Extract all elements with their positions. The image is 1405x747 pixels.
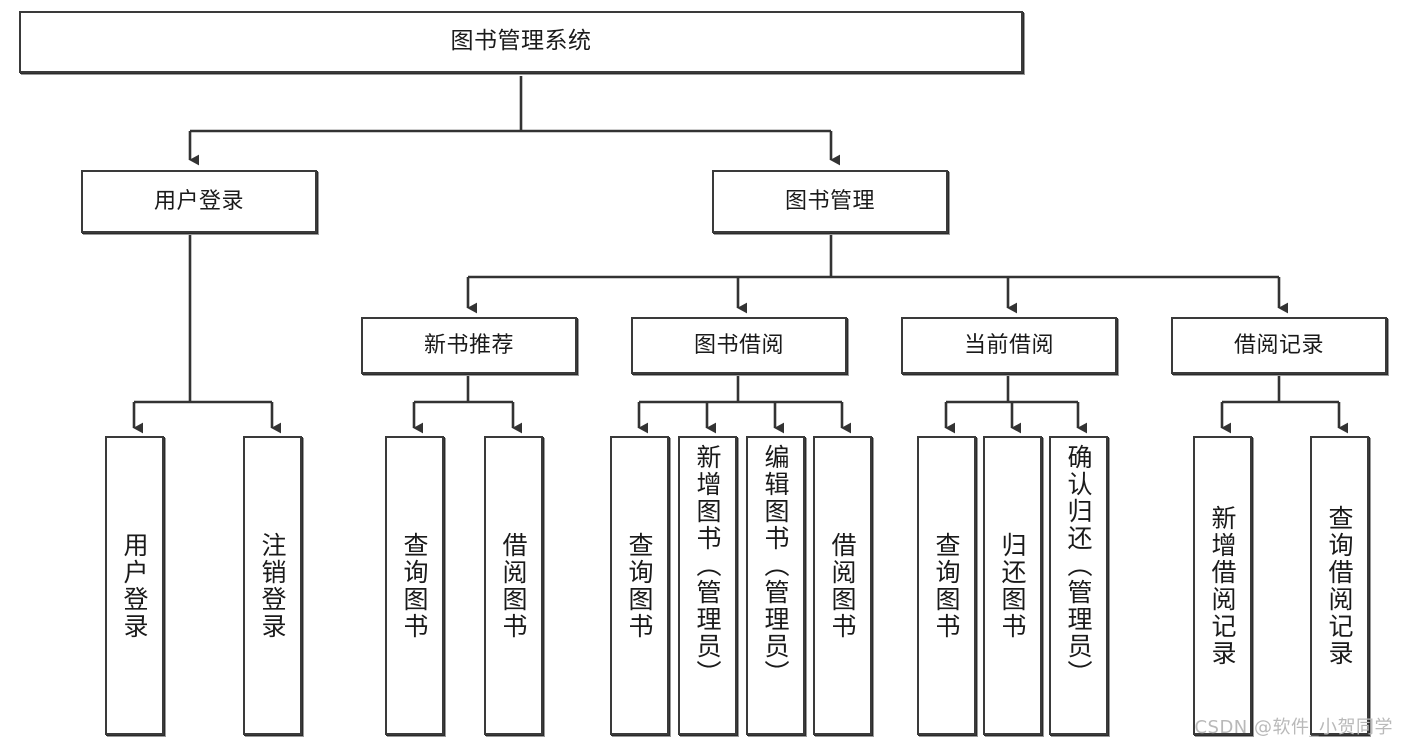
node-borrow-record[interactable]: 借阅记录 [1171,317,1387,374]
node-leaf-borrow-book-2-label: 借阅图书 [828,531,857,640]
node-leaf-add-record-label: 新增借阅记录 [1208,504,1237,667]
node-leaf-logout[interactable]: 注销登录 [243,436,302,735]
node-leaf-borrow-book-1-label: 借阅图书 [499,531,528,640]
node-leaf-borrow-book-2[interactable]: 借阅图书 [813,436,872,735]
node-book-manage-label: 图书管理 [784,188,875,214]
node-current-borrow[interactable]: 当前借阅 [901,317,1117,374]
node-leaf-query-book-2[interactable]: 查询图书 [610,436,669,735]
node-leaf-query-record-label: 查询借阅记录 [1325,504,1354,667]
node-book-manage[interactable]: 图书管理 [712,170,948,233]
node-root[interactable]: 图书管理系统 [19,11,1023,73]
node-leaf-logout-label: 注销登录 [258,531,287,640]
node-leaf-confirm-return[interactable]: 确认归还（管理员） [1049,436,1108,735]
node-user-login-label: 用户登录 [153,188,244,214]
node-new-book-rec[interactable]: 新书推荐 [361,317,577,374]
node-leaf-add-record[interactable]: 新增借阅记录 [1193,436,1252,735]
node-leaf-query-book-1[interactable]: 查询图书 [385,436,444,735]
node-leaf-query-book-2-label: 查询图书 [625,531,654,640]
node-leaf-edit-book[interactable]: 编辑图书（管理员） [746,436,805,735]
node-new-book-rec-label: 新书推荐 [423,332,514,358]
node-leaf-edit-book-label: 编辑图书（管理员） [761,444,790,687]
node-root-label: 图书管理系统 [450,28,592,55]
node-leaf-add-book-label: 新增图书（管理员） [693,444,722,687]
node-leaf-borrow-book-1[interactable]: 借阅图书 [484,436,543,735]
node-book-borrow-label: 图书借阅 [693,332,784,358]
node-leaf-user-login[interactable]: 用户登录 [105,436,164,735]
node-leaf-query-book-3-label: 查询图书 [932,531,961,640]
node-leaf-add-book[interactable]: 新增图书（管理员） [678,436,737,735]
node-leaf-return-book[interactable]: 归还图书 [983,436,1042,735]
node-borrow-record-label: 借阅记录 [1233,332,1324,358]
node-leaf-query-book-3[interactable]: 查询图书 [917,436,976,735]
node-current-borrow-label: 当前借阅 [963,332,1054,358]
node-leaf-confirm-return-label: 确认归还（管理员） [1064,444,1093,687]
node-leaf-query-book-1-label: 查询图书 [400,531,429,640]
node-leaf-query-record[interactable]: 查询借阅记录 [1310,436,1369,735]
node-leaf-user-login-label: 用户登录 [120,531,149,640]
node-leaf-return-book-label: 归还图书 [998,531,1027,640]
node-user-login[interactable]: 用户登录 [81,170,317,233]
node-book-borrow[interactable]: 图书借阅 [631,317,847,374]
